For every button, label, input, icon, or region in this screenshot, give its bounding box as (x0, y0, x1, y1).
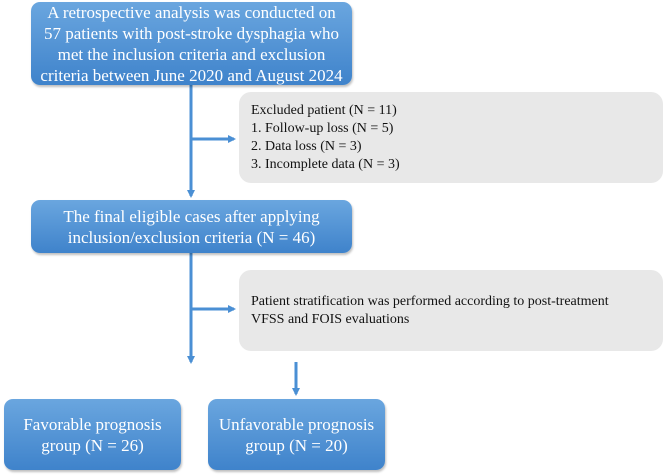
start-box: A retrospective analysis was conducted o… (31, 2, 352, 85)
excluded-title: Excluded patient (N = 11) (251, 102, 397, 118)
stratification-box: Patient stratification was performed acc… (239, 270, 663, 351)
excluded-item-1: 1. Follow-up loss (N = 5) (251, 120, 394, 136)
unfavorable-group-box: Unfavorable prognosis group (N = 20) (208, 399, 385, 470)
favorable-group-box: Favorable prognosis group (N = 26) (4, 399, 181, 470)
excluded-item-2: 2. Data loss (N = 3) (251, 138, 362, 154)
unfavorable-line-2: group (N = 20) (245, 435, 348, 455)
stratification-line-2: VFSS and FOIS evaluations (251, 311, 410, 327)
start-line-2: 57 patients with post-stroke dysphagia w… (43, 23, 340, 43)
favorable-line-2: group (N = 26) (41, 435, 144, 455)
eligible-box: The final eligible cases after applying … (31, 200, 352, 253)
unfavorable-line-1: Unfavorable prognosis (218, 414, 375, 434)
eligible-line-2: inclusion/exclusion criteria (N = 46) (67, 227, 316, 247)
eligible-line-1: The final eligible cases after applying (63, 206, 320, 226)
stratification-line-1: Patient stratification was performed acc… (251, 293, 609, 309)
start-line-3: met the inclusion criteria and exclusion (57, 44, 326, 64)
excluded-item-3: 3. Incomplete data (N = 3) (251, 156, 400, 172)
start-line-1: A retrospective analysis was conducted o… (47, 2, 336, 22)
excluded-box: Excluded patient (N = 11) 1. Follow-up l… (239, 92, 663, 183)
start-line-4: criteria between June 2020 and August 20… (40, 65, 343, 85)
favorable-line-1: Favorable prognosis (23, 414, 162, 434)
